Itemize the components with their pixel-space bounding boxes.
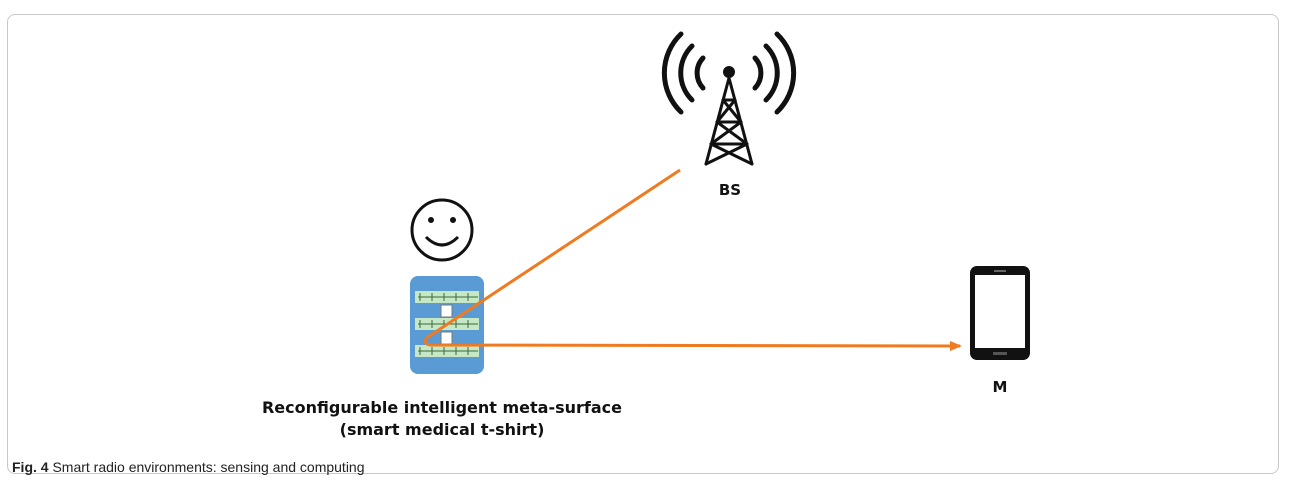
caption-number: Fig. 4 xyxy=(12,459,49,475)
smiley-face-icon xyxy=(410,198,474,262)
signal-path xyxy=(423,168,962,351)
surface-label-line2: (smart medical t-shirt) xyxy=(339,420,545,439)
figure-border xyxy=(7,14,1279,474)
surface-label-line1: Reconfigurable intelligent meta-surface xyxy=(261,398,623,417)
radio-tower-icon xyxy=(661,31,797,166)
base-station-label: BS xyxy=(718,181,742,199)
smartphone-icon xyxy=(970,266,1030,360)
mobile-label: M xyxy=(992,378,1008,396)
figure-caption: Fig. 4 Smart radio environments: sensing… xyxy=(12,459,365,475)
caption-text: Smart radio environments: sensing and co… xyxy=(52,459,365,475)
incident-signal xyxy=(423,168,962,351)
